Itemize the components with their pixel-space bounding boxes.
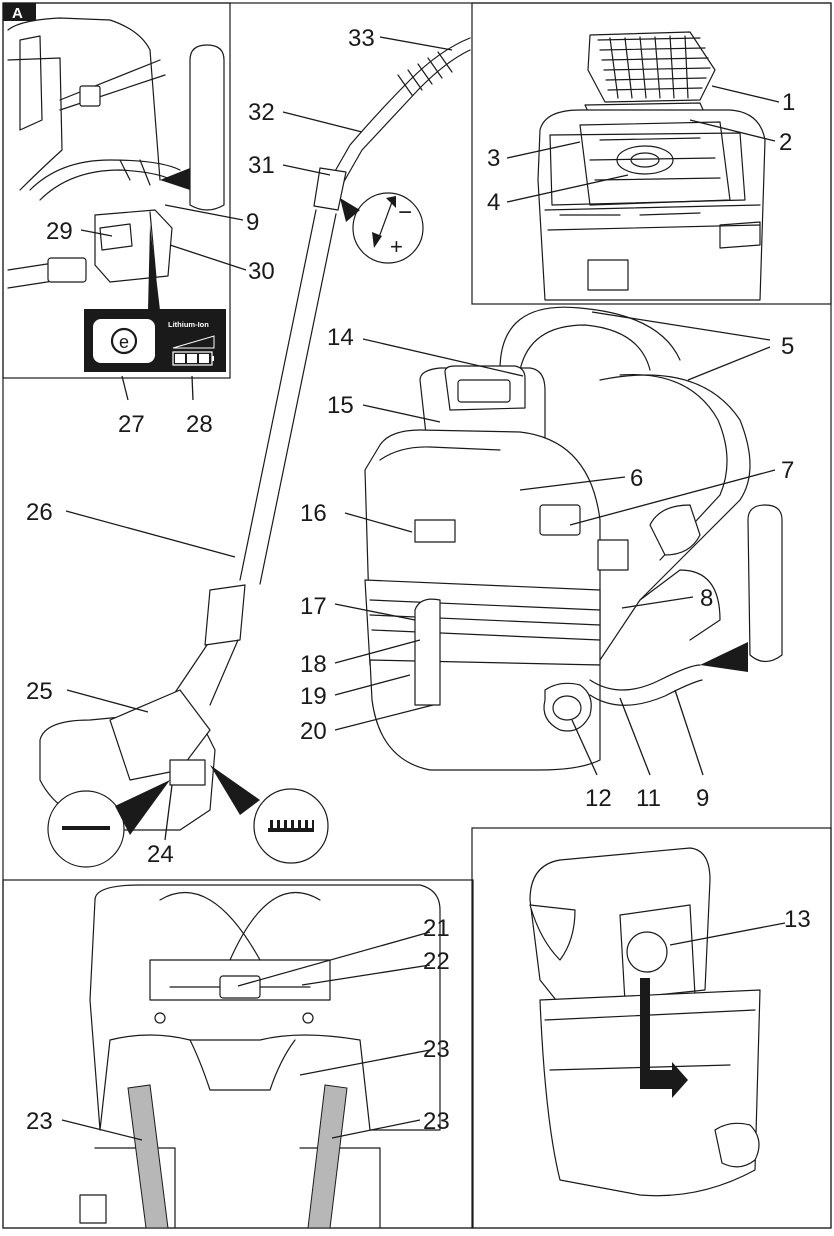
- callout-24: 24: [147, 841, 174, 868]
- callout-8: 8: [700, 585, 713, 612]
- section-badge: A: [3, 3, 36, 22]
- callout-17: 18: [300, 651, 327, 678]
- section-badge-text: A: [12, 5, 23, 22]
- callout-23-left: 23: [26, 1108, 53, 1135]
- dustbag-detail-drawing: [529, 847, 761, 1197]
- callout-22: 23: [423, 1036, 450, 1063]
- callout-9-center: 9: [696, 785, 709, 812]
- callout-7: 7: [781, 457, 794, 484]
- callout-32: 32: [248, 99, 275, 126]
- filter-detail-drawing: [537, 31, 766, 301]
- callout-10: 11: [636, 785, 661, 812]
- eco-mode-symbol: e: [119, 332, 129, 352]
- callout-5: 5: [781, 333, 794, 360]
- callout-3: 3: [487, 145, 500, 172]
- callout-15: 16: [300, 500, 327, 527]
- frame-back-view: [2, 879, 474, 1229]
- frame-dustbag-detail: [471, 827, 832, 1229]
- callout-30: 30: [248, 258, 275, 285]
- leader-lines: [61, 36, 786, 1141]
- frame-filter-detail: [471, 2, 832, 305]
- harness-detail-drawing: [7, 17, 225, 310]
- callout-19: 20: [300, 718, 327, 745]
- callout-1: 1: [782, 89, 795, 116]
- callout-labels: 33 32 31 1 2 3 4 29 9 30 27 28 14 5 15 6…: [26, 25, 811, 1135]
- callout-16: 17: [300, 593, 327, 620]
- callout-20: 21: [423, 915, 450, 942]
- callout-28: 28: [186, 411, 213, 438]
- hose-tube-nozzle-drawing: − +: [39, 37, 471, 868]
- lithium-ion-text: Lithium-Ion: [168, 320, 209, 329]
- suction-plus-symbol: +: [390, 234, 403, 259]
- battery-info-plate: e Lithium-Ion: [84, 309, 226, 372]
- callout-4: 4: [487, 189, 500, 216]
- callout-13: 14: [327, 324, 354, 351]
- callout-33: 33: [348, 25, 375, 52]
- callout-6: 6: [630, 465, 643, 492]
- callout-9-top: 9: [246, 209, 259, 236]
- suction-minus-symbol: −: [398, 199, 412, 226]
- callout-31: 31: [248, 152, 275, 179]
- callout-18: 19: [300, 683, 327, 710]
- callout-29: 29: [46, 218, 73, 245]
- callout-26: 26: [26, 499, 53, 526]
- callout-25: 25: [26, 678, 53, 705]
- main-unit-drawing: [364, 306, 783, 771]
- back-view-drawing: [79, 884, 441, 1229]
- callout-21: 22: [423, 948, 450, 975]
- callout-23-right: 23: [423, 1108, 450, 1135]
- callout-2: 2: [779, 129, 792, 156]
- callout-14: 15: [327, 392, 354, 419]
- frame-harness-detail: [2, 2, 231, 379]
- callout-12: 13: [784, 906, 811, 933]
- callout-27: 27: [118, 411, 145, 438]
- callout-11: 12: [585, 785, 612, 812]
